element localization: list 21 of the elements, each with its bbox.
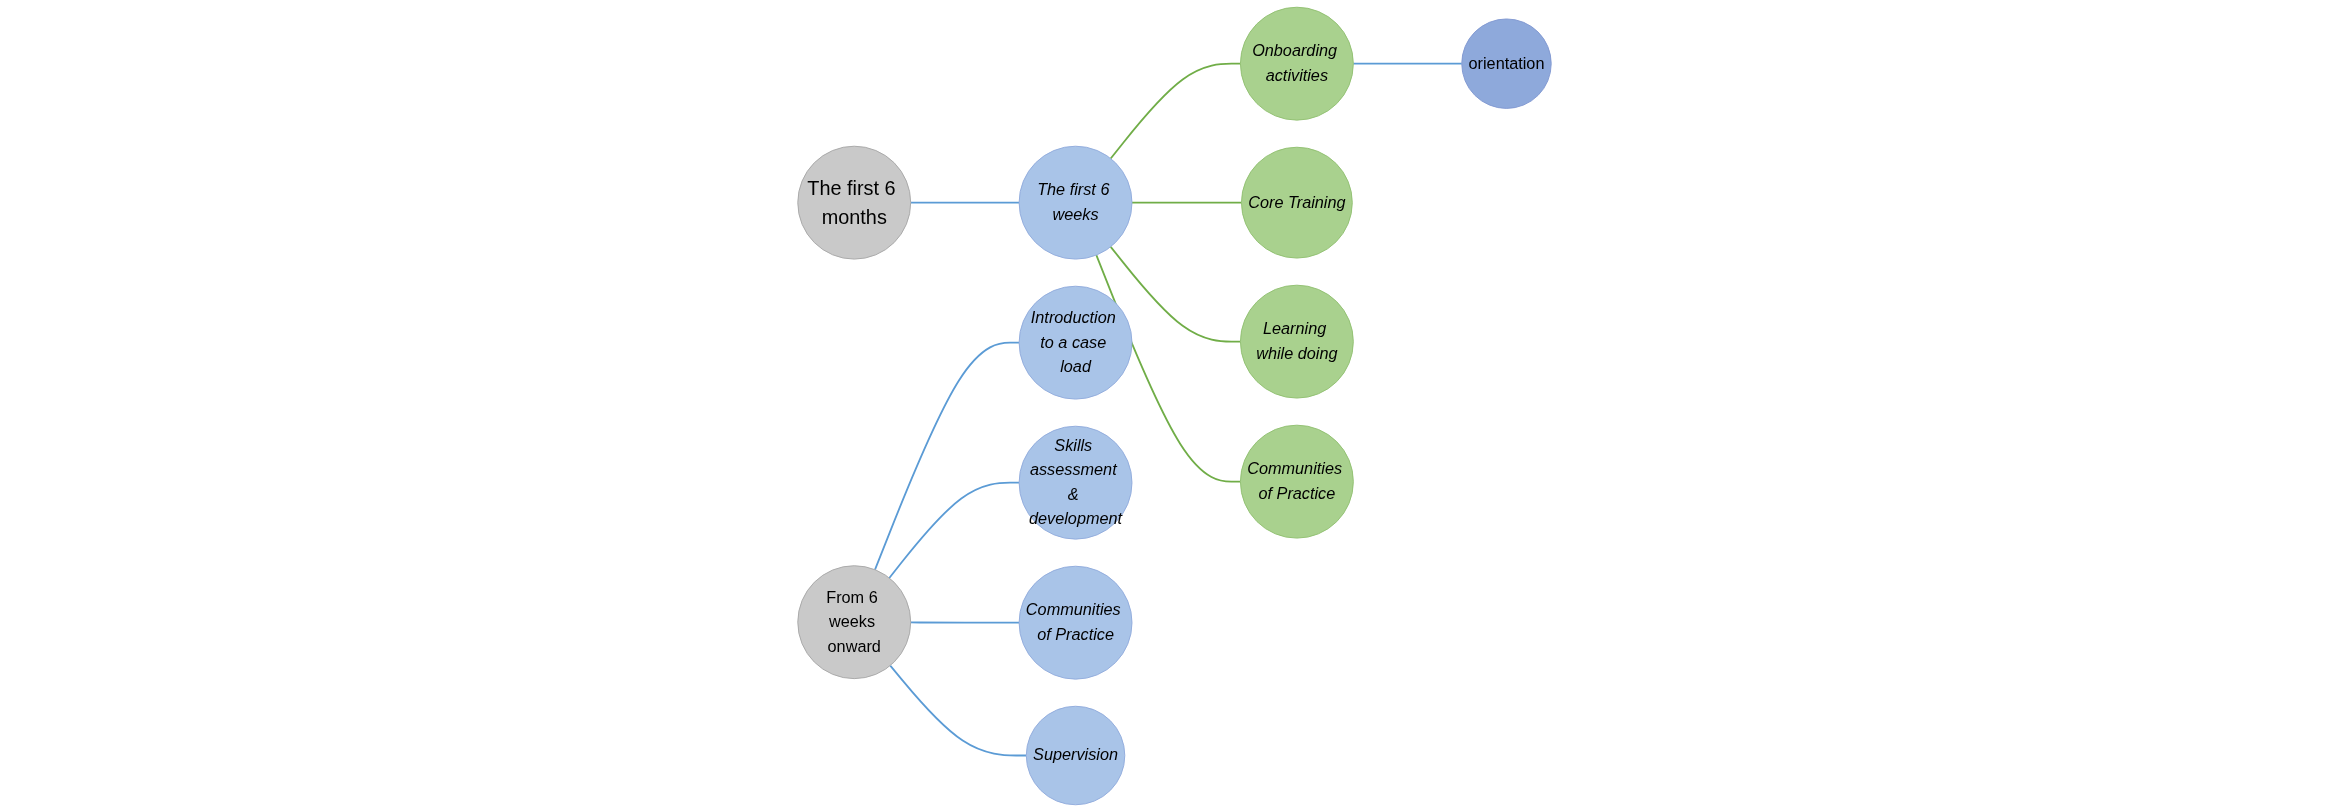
node-circle: Communities of Practice: [1018, 565, 1133, 680]
node-circle: Supervision: [1025, 705, 1126, 806]
node-circle: Core Training: [1241, 146, 1353, 259]
connector: [888, 481, 1020, 579]
node-circle: orientation: [1461, 18, 1552, 109]
node-circle: Skills assessment & development: [1018, 425, 1133, 540]
node-circle: The first 6 weeks: [1018, 145, 1133, 260]
connector: [874, 341, 1020, 571]
connector: [1131, 201, 1243, 204]
connector: [1109, 62, 1242, 160]
node-circle: Onboarding activities: [1239, 6, 1354, 121]
node-circle: From 6 weeks onward: [797, 565, 912, 680]
connector: [1109, 245, 1242, 343]
connector: [909, 201, 1020, 204]
node-circle: Learning while doing: [1239, 284, 1354, 399]
node-circle: Communities of Practice: [1239, 424, 1354, 539]
connector: [889, 664, 1028, 757]
node-circle: The first 6 months: [797, 145, 912, 260]
connector: [909, 621, 1020, 624]
connector: [1352, 62, 1463, 65]
node-circle: Introduction to a case load: [1018, 285, 1133, 400]
